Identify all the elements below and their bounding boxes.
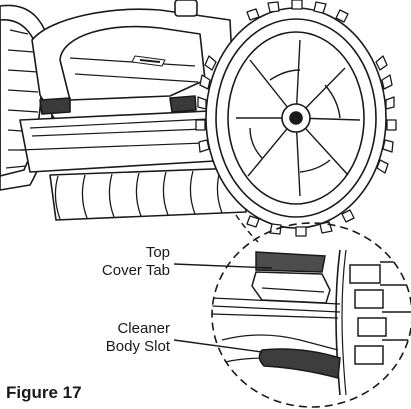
zoom-detail: [211, 222, 411, 408]
top-cover-tab-label-line2: Cover Tab: [101, 262, 170, 279]
body-slot: [258, 348, 341, 379]
figure-caption: Figure 17: [6, 383, 82, 402]
roller-brush: [49, 167, 247, 221]
top-cover-tab: [255, 251, 326, 273]
pointer-top-cover-tab: [173, 263, 273, 269]
top-cover-tab-label-line1: Top: [145, 244, 170, 261]
right-wheel: [195, 0, 397, 237]
cleaner-body: [19, 0, 233, 173]
cleaner-body-slot-label: Cleaner Body Slot: [40, 320, 170, 356]
top-cover-tab-label: Top Cover Tab: [40, 244, 170, 280]
zoom-circle-outline: [211, 222, 411, 408]
cleaner-body-slot-label-line2: Body Slot: [105, 338, 170, 355]
leader-line: [235, 214, 259, 243]
pointer-body-slot: [173, 339, 263, 353]
cleaner-body-slot-label-line1: Cleaner: [117, 320, 170, 337]
pool-cleaner-illustration: [0, 0, 397, 237]
